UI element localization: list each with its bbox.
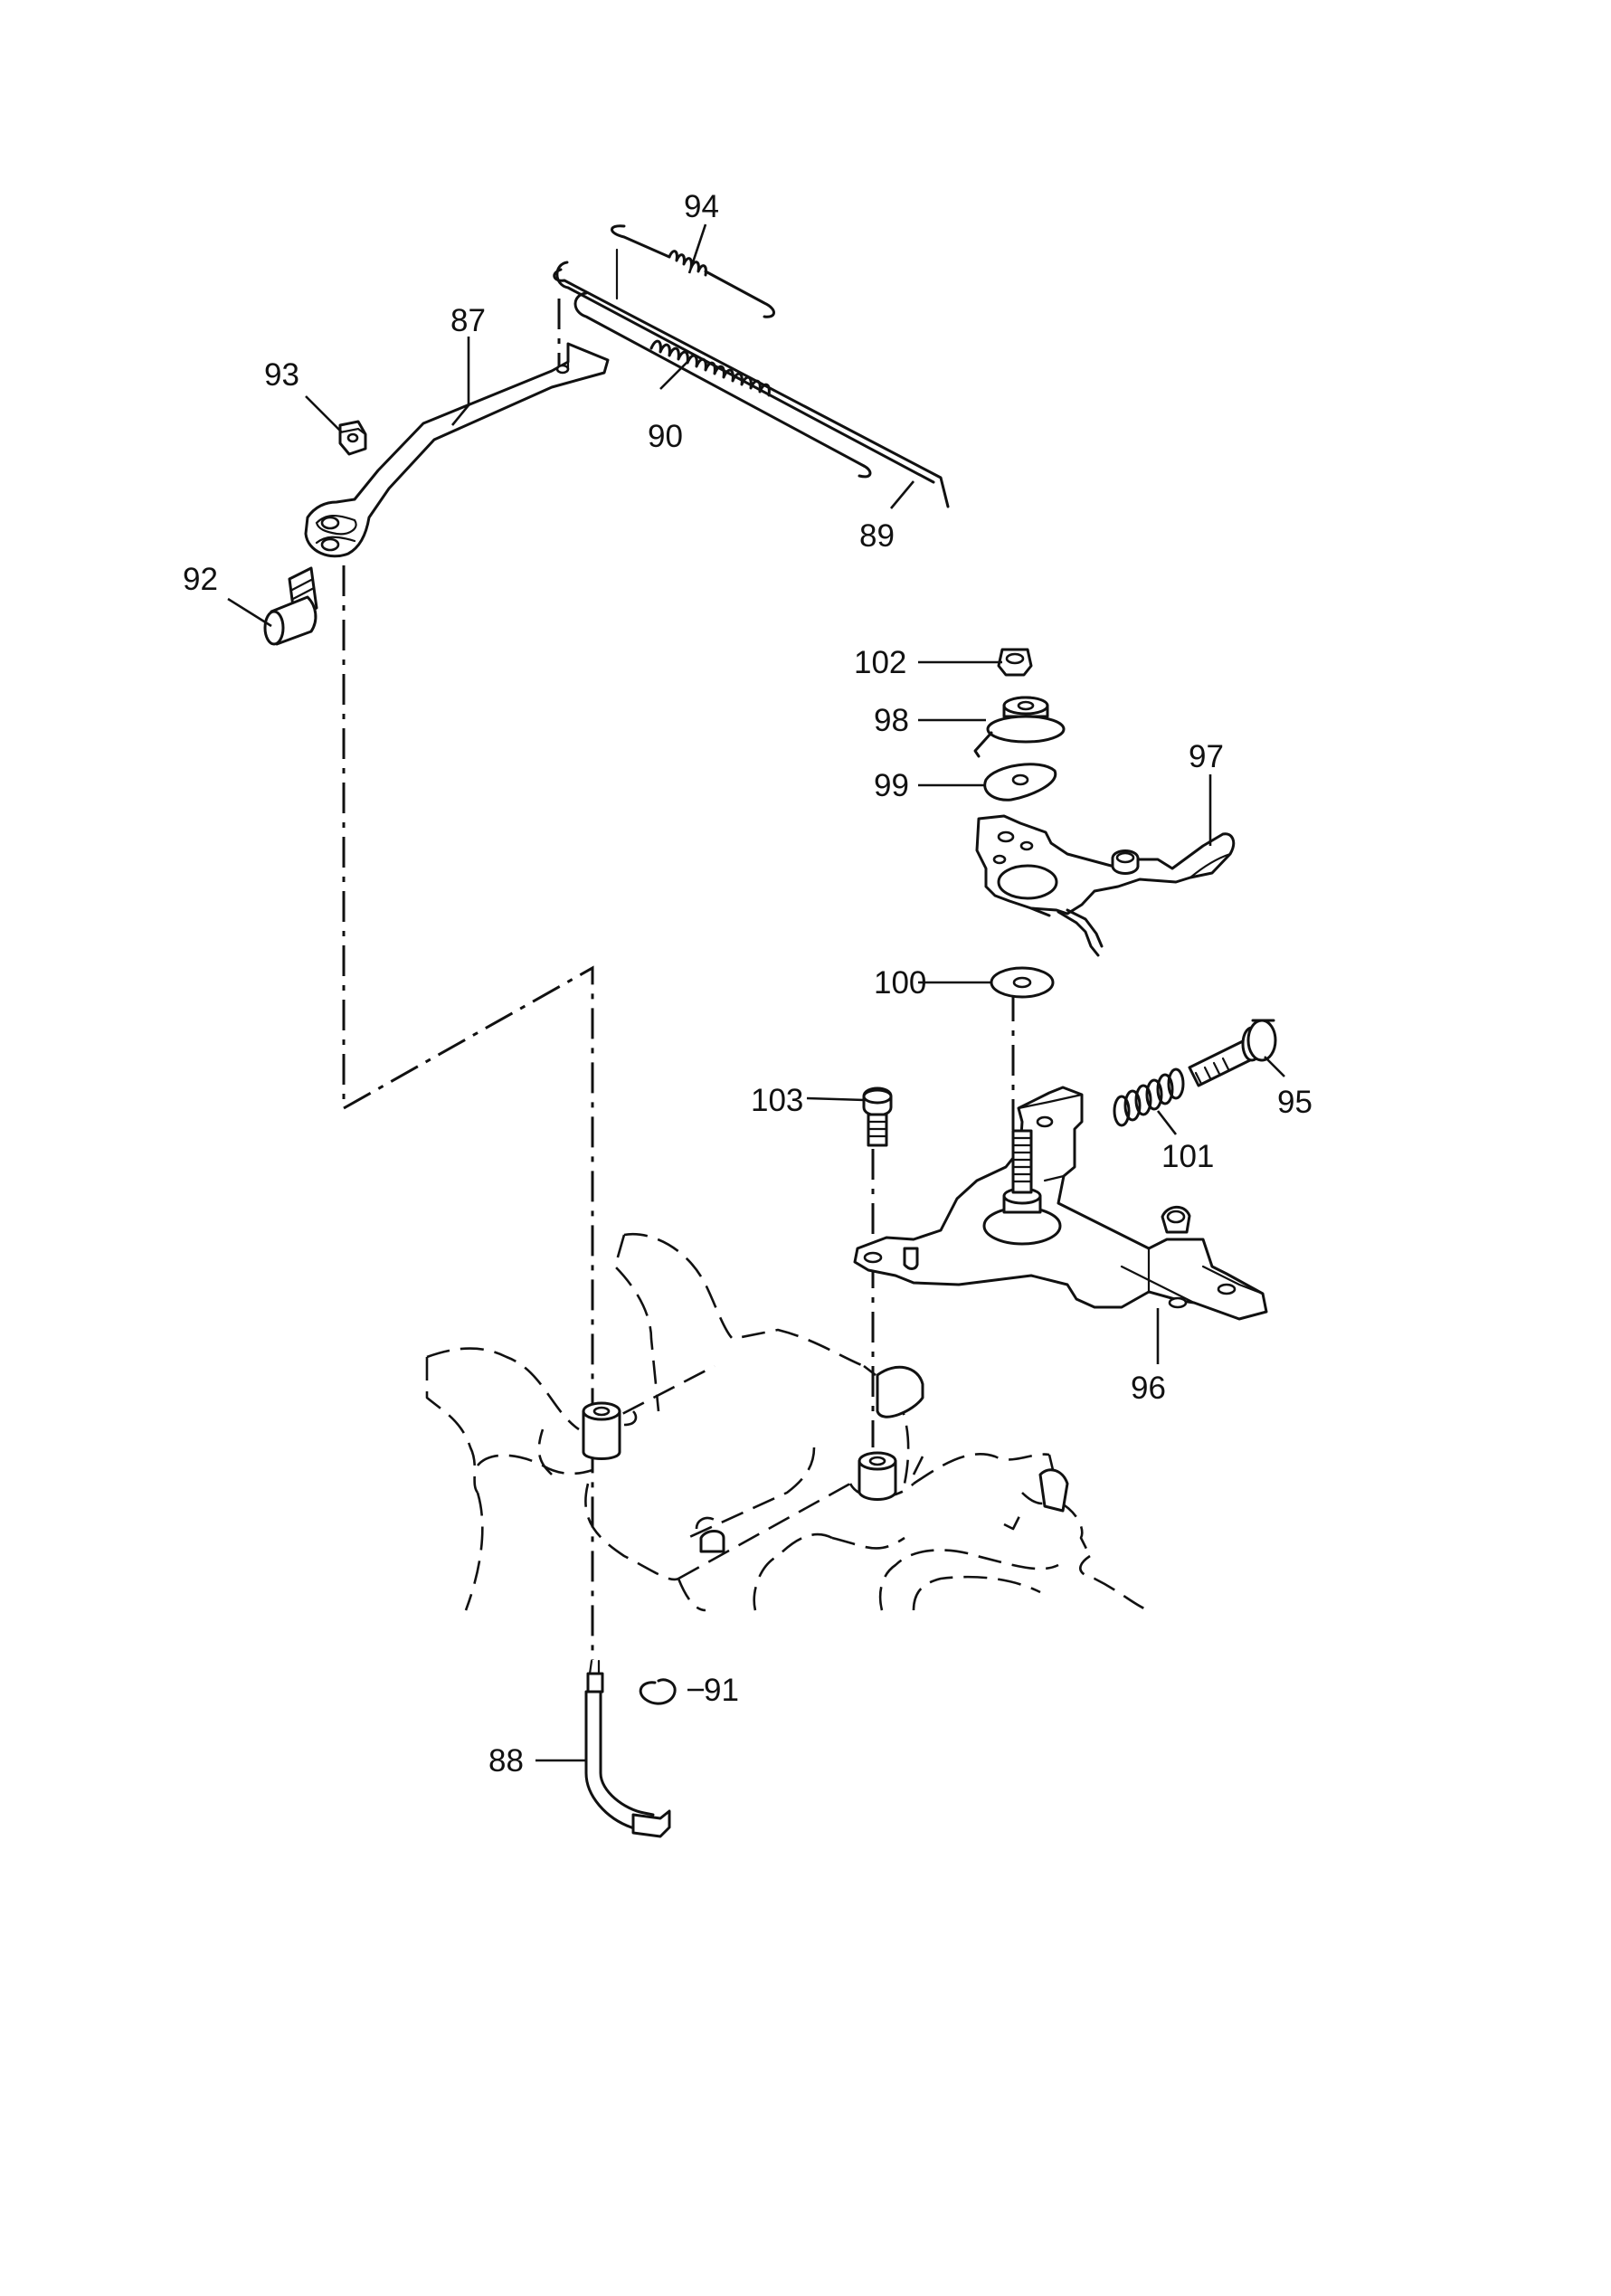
part-87-lever xyxy=(304,342,610,558)
part-100-spring xyxy=(1113,1067,1185,1127)
engine-block-outline xyxy=(425,1232,1150,1612)
callout-90: 90 xyxy=(648,419,683,454)
callout-91: 91 xyxy=(704,1673,739,1708)
callout-93: 93 xyxy=(264,357,299,393)
leader-lines xyxy=(227,223,1285,1762)
part-95-control-lever xyxy=(975,814,1236,957)
callout-103: 103 xyxy=(751,1083,803,1118)
callout-96: 98 xyxy=(874,703,909,738)
callout-97: 99 xyxy=(874,768,909,803)
part-97-washer xyxy=(983,763,1057,802)
part-93-nut xyxy=(338,420,367,456)
part-96-collar xyxy=(973,696,1066,758)
callout-labels: 94 87 93 90 89 92 102 98 97 99 100 103 9… xyxy=(183,189,1312,1779)
callout-88: 88 xyxy=(488,1743,524,1779)
part-91-circlip xyxy=(639,1678,677,1705)
callout-100: 101 xyxy=(1161,1139,1214,1174)
part-90-spring xyxy=(649,339,771,397)
part-102-nut xyxy=(997,648,1033,677)
part-92-bolt xyxy=(263,566,318,646)
callout-87: 87 xyxy=(450,303,486,338)
callout-102: 102 xyxy=(854,645,906,680)
part-99-bolt xyxy=(1188,1019,1277,1087)
part-89-rod xyxy=(553,248,950,508)
part-94-spring xyxy=(611,224,775,318)
callout-95: 97 xyxy=(1189,739,1224,774)
part-103-bolt xyxy=(862,1086,893,1147)
callout-92: 92 xyxy=(183,562,218,597)
callout-99: 95 xyxy=(1277,1085,1312,1120)
callout-98: 100 xyxy=(874,965,926,1001)
callout-94: 94 xyxy=(684,189,719,224)
part-88-shaft xyxy=(584,1659,671,1838)
part-98-washer xyxy=(990,966,1055,999)
callout-101: 96 xyxy=(1131,1371,1166,1406)
callout-89: 89 xyxy=(859,518,895,554)
part-101-bracket xyxy=(853,1086,1268,1321)
